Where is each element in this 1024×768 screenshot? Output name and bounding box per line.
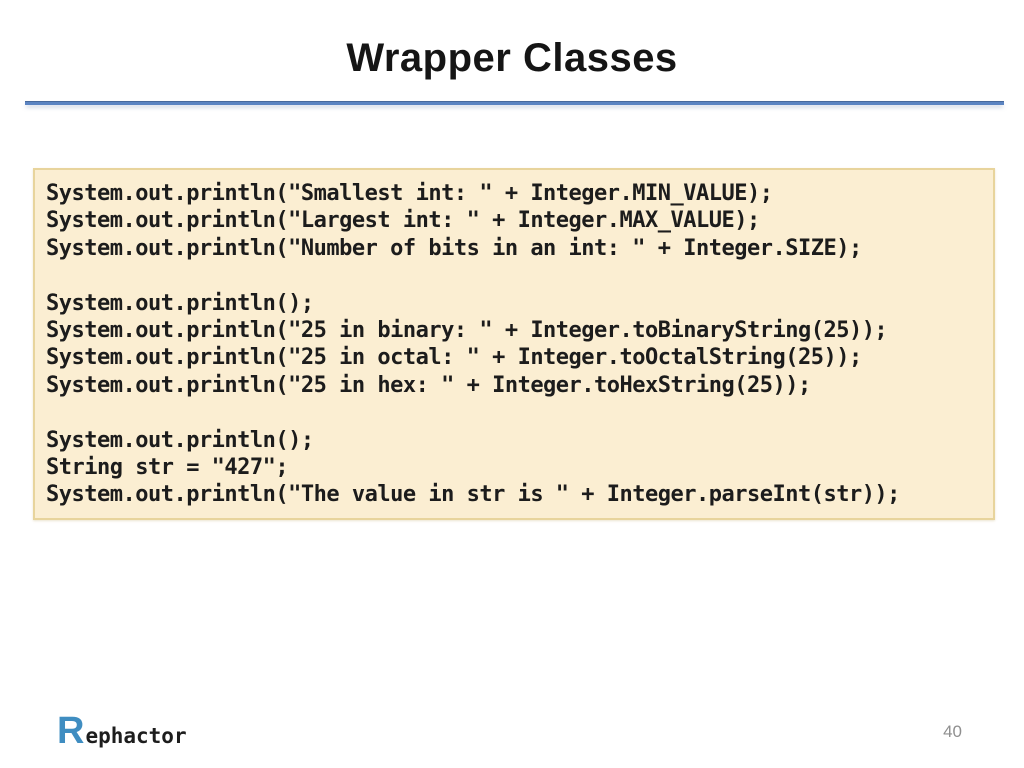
code-box: System.out.println("Smallest int: " + In… [33, 168, 995, 520]
title-divider-line [25, 101, 1004, 105]
page-number: 40 [943, 722, 962, 741]
code-snippet: System.out.println("Smallest int: " + In… [46, 181, 900, 508]
logo-wordmark-text: ephactor [85, 724, 187, 748]
logo-initial-letter: R [57, 710, 85, 752]
slide-title: Wrapper Classes [346, 36, 678, 80]
